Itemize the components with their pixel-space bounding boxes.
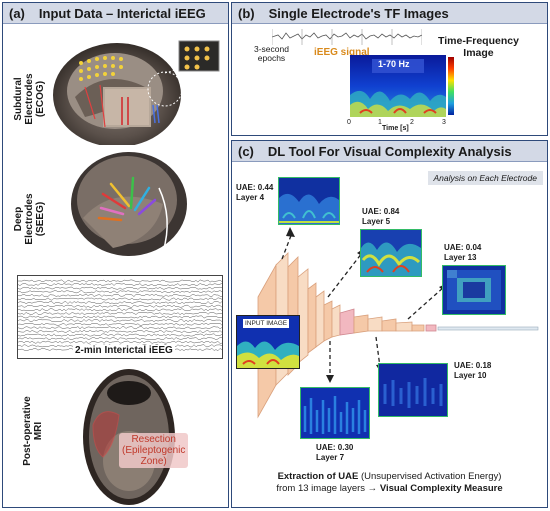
layer7-name: Layer 7 [316, 453, 345, 462]
layer13-name: Layer 13 [444, 253, 477, 262]
ieeg-signal-label: iEEG signal [314, 47, 370, 58]
seeg-label-line2: Electrodes [24, 193, 35, 245]
layer4-activation [278, 177, 340, 225]
ieeg-trace [18, 337, 222, 341]
ieeg-trace [18, 329, 222, 333]
layer13-activation [442, 265, 506, 315]
tf-freq-label: 1-70 Hz [378, 59, 410, 69]
ecog-label-line2: Electrodes [24, 73, 35, 125]
ieeg-trace [18, 308, 222, 312]
layer5-name: Layer 5 [362, 217, 391, 226]
tf-title-line1: Time-Frequency [438, 35, 519, 47]
layer10-uae: UAE: 0.18 [454, 361, 492, 370]
layer4-name: Layer 4 [236, 193, 265, 202]
ieeg-trace [18, 326, 222, 330]
ieeg-trace [18, 297, 222, 301]
panel-c: (c) DL Tool For Visual Complexity Analys… [231, 140, 548, 508]
ieeg-trace [18, 286, 222, 290]
panel-c-header: (c) DL Tool For Visual Complexity Analys… [232, 141, 547, 162]
panel-a-label: (a) [9, 5, 25, 21]
resection-label: Resection (Epileptogenic Zone) [119, 433, 189, 468]
ieeg-trace [18, 301, 222, 305]
ecog-label-line1: Subdural [13, 77, 24, 121]
layer7-uae: UAE: 0.30 [316, 443, 354, 452]
caption-line2-bold: Visual Complexity Measure [379, 483, 503, 494]
seeg-brain-image [63, 148, 189, 266]
resection-line2: (Epileptogenic [122, 445, 186, 456]
layer10-activation [378, 363, 448, 417]
resection-line3: Zone) [140, 456, 167, 467]
layer4-uae: UAE: 0.44 [236, 183, 274, 192]
ieeg-trace [18, 340, 222, 344]
epochs-line2: epochs [257, 53, 286, 63]
caption-line2-rest: from 13 image layers → [276, 483, 380, 494]
layer7-label: UAE: 0.30 Layer 7 [316, 443, 353, 463]
tf-xtick-3: 3 [442, 119, 446, 126]
tf-xtick-2: 2 [410, 119, 414, 126]
epochs-line1: 3-second [254, 44, 289, 54]
tf-xtick-0: 0 [347, 119, 351, 126]
ecog-brain-image [45, 27, 225, 145]
panel-b: (b) Single Electrode's TF Images 3-secon… [231, 2, 548, 136]
layer4-label: UAE: 0.44 Layer 4 [236, 183, 273, 203]
ieeg-traces-box [17, 275, 223, 359]
tf-image: 1-70 Hz [350, 55, 446, 117]
ieeg-trace [18, 293, 222, 297]
panel-a: (a) Input Data – Interictal iEEG Subdura… [2, 2, 229, 508]
seeg-label-line3: (SEEG) [35, 201, 46, 237]
layer-arrows [281, 232, 445, 377]
ieeg-trace [18, 322, 222, 326]
ieeg-trace [18, 315, 222, 319]
panel-c-title: DL Tool For Visual Complexity Analysis [267, 143, 512, 159]
ieeg-trace [18, 333, 222, 337]
seeg-label: Deep Electrodes (SEEG) [13, 179, 49, 259]
tf-colorbar [448, 57, 454, 115]
ieeg-trace [18, 290, 222, 294]
input-image-label: INPUT IMAGE [243, 319, 290, 328]
mri-label-line1: Post-operative [22, 396, 33, 466]
layer7-activation [300, 387, 370, 439]
layer13-uae: UAE: 0.04 [444, 243, 482, 252]
analysis-note: Analysis on Each Electrode [427, 171, 543, 185]
panel-a-title: Input Data – Interictal iEEG [38, 5, 206, 21]
epochs-label: 3-second epochs [254, 45, 289, 63]
ieeg-trace [18, 311, 222, 315]
ieeg-trace [18, 304, 222, 308]
panel-b-label: (b) [238, 5, 255, 21]
input-image: INPUT IMAGE [236, 315, 300, 369]
panel-c-label: (c) [238, 143, 254, 159]
ieeg-trace [18, 319, 222, 323]
ecog-label: Subdural Electrodes (ECOG) [13, 59, 49, 139]
layer10-name: Layer 10 [454, 371, 487, 380]
layer10-label: UAE: 0.18 Layer 10 [454, 361, 491, 381]
panel-b-header: (b) Single Electrode's TF Images [232, 3, 547, 24]
ieeg-trace [18, 344, 222, 348]
caption-line2: from 13 image layers → Visual Complexity… [232, 483, 547, 495]
caption-line1: Extraction of UAE (Unsupervised Activati… [232, 471, 547, 483]
mri-label: Post-operative MRI [22, 396, 46, 466]
layer13-label: UAE: 0.04 Layer 13 [444, 243, 481, 263]
tf-title-line2: Image [463, 47, 494, 59]
panel-a-header: (a) Input Data – Interictal iEEG [3, 3, 228, 24]
tf-x-axis-label: Time [s] [382, 125, 409, 132]
layer5-label: UAE: 0.84 Layer 5 [362, 207, 399, 227]
resection-line1: Resection [131, 434, 176, 445]
layer5-activation [360, 229, 422, 277]
caption-line1-bold: Extraction of UAE [277, 471, 359, 482]
caption-line1-rest: (Unsupervised Activation Energy) [358, 471, 502, 482]
panel-b-title: Single Electrode's TF Images [268, 5, 449, 21]
layer5-uae: UAE: 0.84 [362, 207, 400, 216]
mri-label-line2: MRI [33, 421, 44, 441]
ieeg-trace [18, 283, 222, 287]
epoch-signal [272, 25, 422, 47]
panel-c-caption: Extraction of UAE (Unsupervised Activati… [232, 471, 547, 495]
tf-image-title: Time-Frequency Image [438, 35, 519, 59]
seeg-label-line1: Deep [13, 206, 24, 232]
ieeg-caption: 2-min Interictal iEEG [73, 345, 175, 356]
ieeg-trace [18, 279, 222, 283]
tf-xtick-1: 1 [378, 119, 382, 126]
